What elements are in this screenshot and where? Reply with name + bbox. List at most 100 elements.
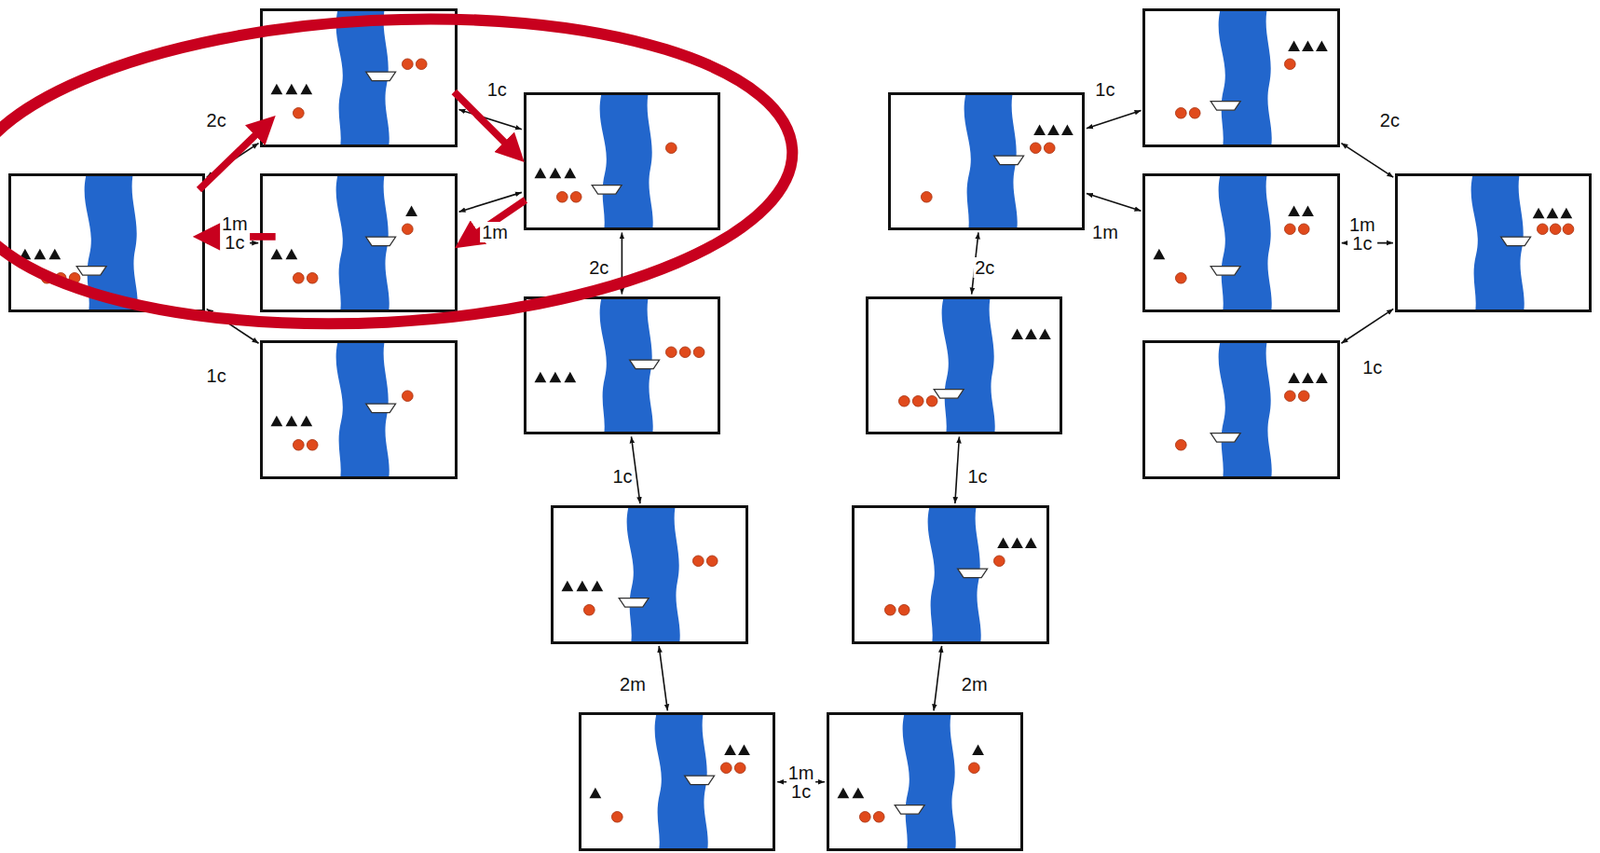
river-scene bbox=[1145, 342, 1337, 477]
missionary-symbol bbox=[851, 787, 864, 799]
boat bbox=[933, 388, 964, 397]
missionary-symbol bbox=[405, 205, 418, 218]
edge-label: 1c bbox=[965, 465, 989, 487]
missionary-symbol bbox=[1288, 205, 1301, 218]
cannibal-symbol bbox=[1299, 390, 1311, 402]
cannibal-symbol bbox=[885, 604, 897, 616]
cannibal-symbol bbox=[1299, 223, 1311, 235]
state-box bbox=[1394, 173, 1592, 313]
missionary-symbol bbox=[271, 83, 284, 96]
missionary-symbol bbox=[561, 580, 575, 592]
missionary-symbol bbox=[1153, 248, 1166, 260]
river-scene bbox=[581, 714, 773, 848]
river-scene bbox=[526, 299, 718, 433]
transition-arrow bbox=[1086, 109, 1142, 128]
missionary-symbol bbox=[1033, 123, 1046, 136]
cannibal-symbol bbox=[402, 390, 414, 402]
cannibal-symbol bbox=[873, 811, 885, 823]
river-scene bbox=[262, 176, 454, 310]
edge-label: 2m bbox=[959, 673, 990, 695]
missionary-symbol bbox=[1061, 123, 1074, 136]
river bbox=[1218, 176, 1272, 310]
river-scene bbox=[553, 507, 745, 642]
missionary-symbol bbox=[1302, 205, 1315, 218]
cannibal-symbol bbox=[416, 58, 428, 70]
missionary-symbol bbox=[1039, 328, 1052, 340]
river-scene bbox=[526, 95, 718, 229]
transition-arrow bbox=[1086, 192, 1142, 211]
edge-label: 1m 1c bbox=[1347, 214, 1378, 254]
boat bbox=[957, 568, 988, 577]
missionary-symbol bbox=[1047, 123, 1060, 136]
cannibal-symbol bbox=[898, 395, 910, 407]
cannibal-symbol bbox=[994, 555, 1006, 567]
missionary-symbol bbox=[1011, 328, 1024, 340]
missionary-symbol bbox=[1315, 371, 1328, 383]
state-box bbox=[1142, 173, 1340, 313]
river-scene bbox=[1145, 11, 1337, 145]
cannibal-symbol bbox=[556, 191, 568, 203]
transition-arrow bbox=[658, 645, 668, 711]
missionary-symbol bbox=[738, 744, 751, 756]
transition-arrow bbox=[206, 308, 260, 343]
missionary-symbol bbox=[48, 248, 61, 260]
missionary-symbol bbox=[1025, 537, 1038, 549]
state-box bbox=[523, 92, 721, 232]
missionary-symbol bbox=[588, 787, 602, 799]
boat bbox=[591, 184, 622, 193]
transition-arrow bbox=[621, 232, 624, 294]
river bbox=[902, 714, 957, 848]
highlight-ellipse bbox=[0, 0, 801, 344]
boat bbox=[76, 266, 107, 275]
river-scene bbox=[1397, 176, 1589, 310]
missionary-symbol bbox=[1532, 207, 1546, 219]
cannibal-symbol bbox=[1285, 223, 1297, 235]
missionary-symbol bbox=[1288, 40, 1301, 52]
cannibal-symbol bbox=[1176, 107, 1188, 119]
cannibal-symbol bbox=[54, 273, 67, 285]
edge-label: 1c bbox=[1360, 356, 1384, 378]
edge-label: 1m bbox=[1090, 221, 1121, 243]
cannibal-symbol bbox=[859, 811, 871, 823]
river bbox=[941, 299, 995, 433]
cannibal-symbol bbox=[293, 438, 305, 451]
cannibal-symbol bbox=[1285, 58, 1297, 70]
state-box bbox=[1142, 340, 1340, 479]
edge-label: 1m 1c bbox=[786, 762, 817, 802]
river-scene bbox=[868, 299, 1060, 433]
cannibal-symbol bbox=[734, 762, 746, 774]
missionary-symbol bbox=[998, 537, 1011, 549]
missionary-symbol bbox=[286, 83, 299, 96]
cannibal-symbol bbox=[611, 811, 623, 823]
cannibal-symbol bbox=[68, 273, 81, 285]
cannibal-symbol bbox=[307, 273, 319, 285]
river bbox=[1218, 342, 1272, 477]
river-scene bbox=[829, 714, 1021, 848]
cannibal-symbol bbox=[707, 555, 719, 567]
transition-arrow bbox=[206, 143, 260, 178]
missionary-symbol bbox=[300, 414, 314, 426]
cannibal-symbol bbox=[570, 191, 582, 203]
river-scene bbox=[11, 176, 203, 310]
cannibal-symbol bbox=[926, 395, 938, 407]
missionary-symbol bbox=[563, 166, 576, 178]
edge-label: 1c bbox=[610, 465, 634, 487]
missionary-symbol bbox=[1302, 40, 1315, 52]
cannibal-symbol bbox=[693, 346, 705, 358]
missionary-symbol bbox=[271, 248, 284, 260]
boat bbox=[1211, 432, 1242, 441]
cannibal-symbol bbox=[1549, 223, 1561, 235]
edge-label: 1c bbox=[1093, 79, 1117, 100]
edge-label: 2c bbox=[587, 257, 611, 278]
state-box bbox=[259, 340, 457, 479]
edge-label: 1c bbox=[205, 365, 229, 386]
state-box bbox=[8, 173, 206, 313]
boat bbox=[993, 155, 1024, 165]
missionary-symbol bbox=[548, 166, 561, 178]
edge-label: 2c bbox=[972, 257, 997, 278]
cannibal-symbol bbox=[307, 438, 319, 451]
red-arrow bbox=[199, 123, 268, 190]
